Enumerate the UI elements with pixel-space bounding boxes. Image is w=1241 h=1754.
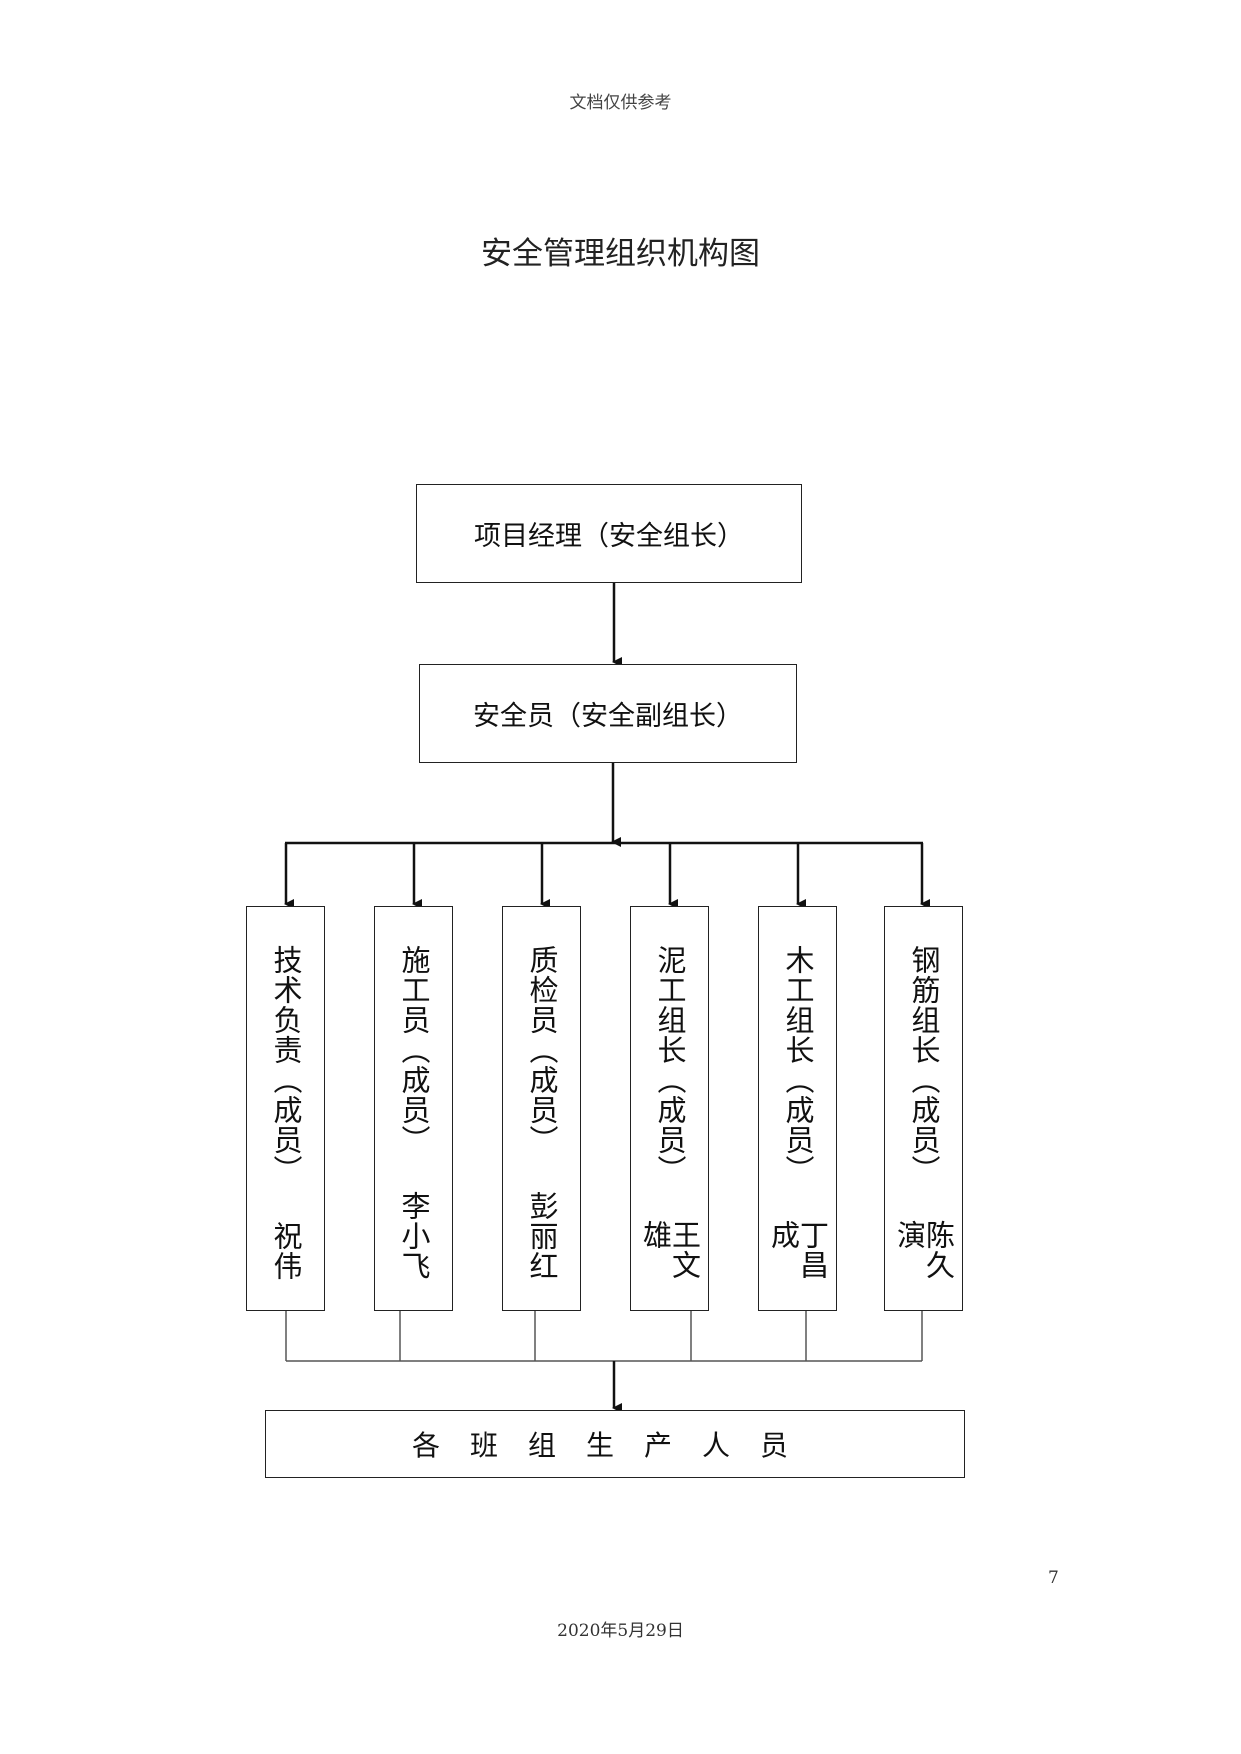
production-staff-box: 各班组生产人员: [265, 1410, 965, 1478]
member-name: 陈久演: [892, 1220, 956, 1281]
member-box-masonry: 泥工组长（成员） 王文雄: [630, 906, 709, 1311]
member-role: 质检员（成员）: [525, 945, 559, 1155]
member-name: 王文雄: [638, 1220, 702, 1281]
page-title: 安全管理组织机构图: [481, 236, 760, 272]
member-box-technical: 技术负责（成员） 祝伟: [246, 906, 325, 1311]
member-box-quality: 质检员（成员） 彭丽红: [502, 906, 581, 1311]
member-box-construction: 施工员（成员） 李小飞: [374, 906, 453, 1311]
member-role: 技术负责（成员）: [269, 945, 303, 1185]
member-box-rebar: 钢筋组长（成员） 陈久演: [884, 906, 963, 1311]
member-name: 李小飞: [397, 1191, 431, 1281]
page-number: 7: [1048, 1568, 1059, 1588]
safety-officer-box: 安全员（安全副组长）: [419, 664, 797, 763]
member-role: 钢筋组长（成员）: [907, 945, 941, 1185]
member-name: 祝伟: [269, 1221, 303, 1281]
member-role: 木工组长（成员）: [781, 945, 815, 1185]
member-name: 丁昌成: [766, 1220, 830, 1281]
project-manager-box: 项目经理（安全组长）: [416, 484, 802, 583]
member-role: 泥工组长（成员）: [653, 945, 687, 1185]
member-box-carpentry: 木工组长（成员） 丁昌成: [758, 906, 837, 1311]
footer-date: 2020年5月29日: [557, 1621, 684, 1641]
member-name: 彭丽红: [525, 1191, 559, 1281]
header-note: 文档仅供参考: [569, 93, 672, 113]
member-role: 施工员（成员）: [397, 945, 431, 1155]
